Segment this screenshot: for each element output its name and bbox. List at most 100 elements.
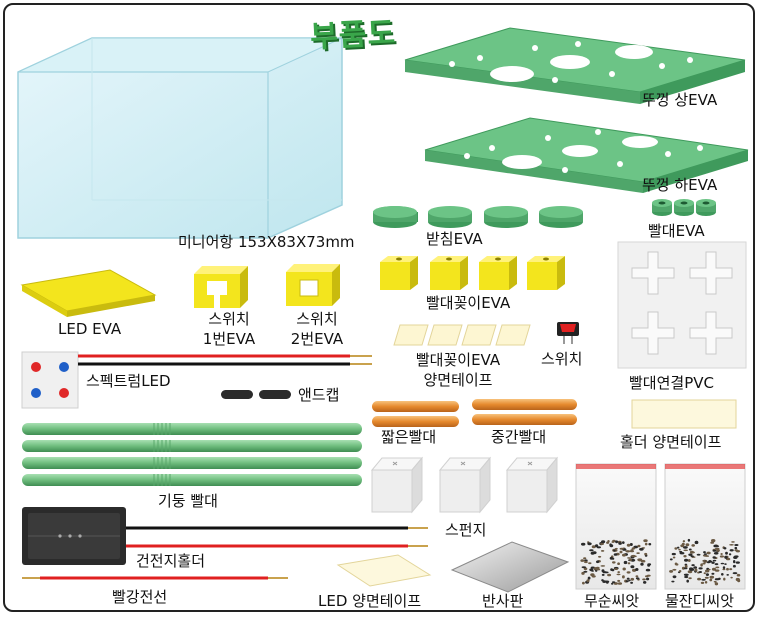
seed-speckle <box>731 541 735 543</box>
seed-speckle <box>691 544 695 547</box>
seed-speckle <box>609 556 613 560</box>
seed-speckle <box>619 550 623 554</box>
seed-speckle <box>711 561 715 564</box>
seed-speckle <box>600 542 604 546</box>
switch1-eva <box>194 266 248 308</box>
seed-speckle <box>625 550 631 553</box>
seed-speckle <box>617 579 621 582</box>
seed-speckle <box>719 555 725 558</box>
seed-speckle <box>712 556 716 559</box>
seed-speckle <box>722 566 726 570</box>
seed-speckle <box>683 555 687 558</box>
straw-eva-rings <box>652 199 716 216</box>
label-pillar-straw: 기둥 빨대 <box>158 492 218 510</box>
seed-speckle <box>687 570 693 574</box>
label-aquarium: 미니어항 153X83X73mm <box>178 233 355 251</box>
seed-speckle <box>715 566 720 569</box>
seed-speckle <box>622 575 625 579</box>
seed-speckle <box>714 578 720 581</box>
label-switch2-line2: 2번EVA <box>290 330 344 348</box>
seed-speckle <box>713 544 718 548</box>
border-frame <box>3 3 755 612</box>
seed-speckle <box>734 546 738 550</box>
seed-speckle <box>635 575 639 578</box>
seed-speckle <box>584 560 588 564</box>
seed-speckle <box>669 570 674 573</box>
seed-speckle <box>698 567 703 570</box>
seed-speckle <box>669 558 673 561</box>
straw-plug-eva-cubes <box>380 256 565 290</box>
seed-speckle <box>591 545 596 549</box>
seed-speckle <box>724 563 727 565</box>
seed-speckle <box>601 540 606 544</box>
seed-speckle <box>705 569 710 573</box>
seed-speckle <box>602 571 607 574</box>
seed-speckle <box>702 554 707 557</box>
seed-speckle <box>712 549 717 552</box>
seed-speckle <box>703 553 707 555</box>
seed-speckle <box>712 559 717 562</box>
label-lid-top: 뚜껑 상EVA <box>642 91 718 109</box>
seed-speckle <box>737 579 741 583</box>
seed-speckle <box>725 551 728 555</box>
seed-speckle <box>704 581 708 584</box>
page-title: 부품도 <box>309 15 397 56</box>
seed-speckle <box>644 552 648 556</box>
seed-speckle <box>709 578 713 582</box>
seed-speckle <box>714 582 719 586</box>
label-straw-plug-eva: 빨대꽂이EVA <box>426 294 511 312</box>
seed-speckle <box>684 558 689 562</box>
seed-speckle <box>611 582 614 585</box>
rocker-switch <box>557 322 579 344</box>
short-straws <box>372 401 459 427</box>
seed-speckle <box>733 560 736 564</box>
seed-speckle <box>648 543 652 546</box>
lid-top-eva <box>404 27 746 104</box>
seed-speckle <box>672 568 677 571</box>
seed-speckle <box>589 549 594 552</box>
seed-speckle <box>581 566 586 569</box>
seed-speckle <box>682 540 686 543</box>
seed-speckle <box>627 557 631 559</box>
seed-speckle <box>708 560 712 563</box>
seed-speckle <box>700 581 705 585</box>
seed-speckle <box>611 581 616 583</box>
seed-speckle <box>689 550 694 554</box>
seed-speckle <box>726 567 729 571</box>
seed-speckle <box>631 554 636 558</box>
spectrum-led <box>21 351 372 409</box>
seed-speckle <box>622 553 626 557</box>
seed-speckle <box>595 544 599 548</box>
seed-speckle <box>586 579 590 583</box>
seed-speckle <box>736 573 741 577</box>
seed-speckle <box>702 562 706 565</box>
seed-speckle <box>630 565 635 569</box>
label-sponge: 스펀지 <box>445 521 487 539</box>
aquarium <box>17 37 343 239</box>
seed-speckle <box>694 568 698 572</box>
seed-speckle <box>697 577 702 581</box>
seed-speckle <box>607 540 610 543</box>
seed-speckle <box>683 549 688 552</box>
seed-speckle <box>589 568 594 572</box>
seed-speckle <box>688 553 693 556</box>
seed-speckle <box>623 560 628 565</box>
seed-speckle <box>713 552 719 555</box>
seed-speckle <box>637 544 641 548</box>
label-lid-bottom: 뚜껑 하EVA <box>642 176 718 194</box>
seed-speckle <box>700 563 703 567</box>
seed-speckle <box>607 573 612 577</box>
seed-speckle <box>629 558 632 562</box>
seed-speckle <box>724 555 728 559</box>
seed-speckle <box>707 568 711 571</box>
seed-speckle <box>619 547 624 550</box>
seed-speckle <box>584 559 588 562</box>
seed-speckle <box>711 567 717 571</box>
seed-speckle <box>617 571 620 574</box>
label-garden-cress-seed: 물잔디씨앗 <box>665 592 735 610</box>
seed-speckle <box>622 541 625 544</box>
seed-speckle <box>600 550 605 552</box>
seed-speckle <box>617 562 620 565</box>
seed-speckle <box>679 552 685 555</box>
label-straw-plug-tape-line1: 빨대꽂이EVA <box>415 351 501 369</box>
